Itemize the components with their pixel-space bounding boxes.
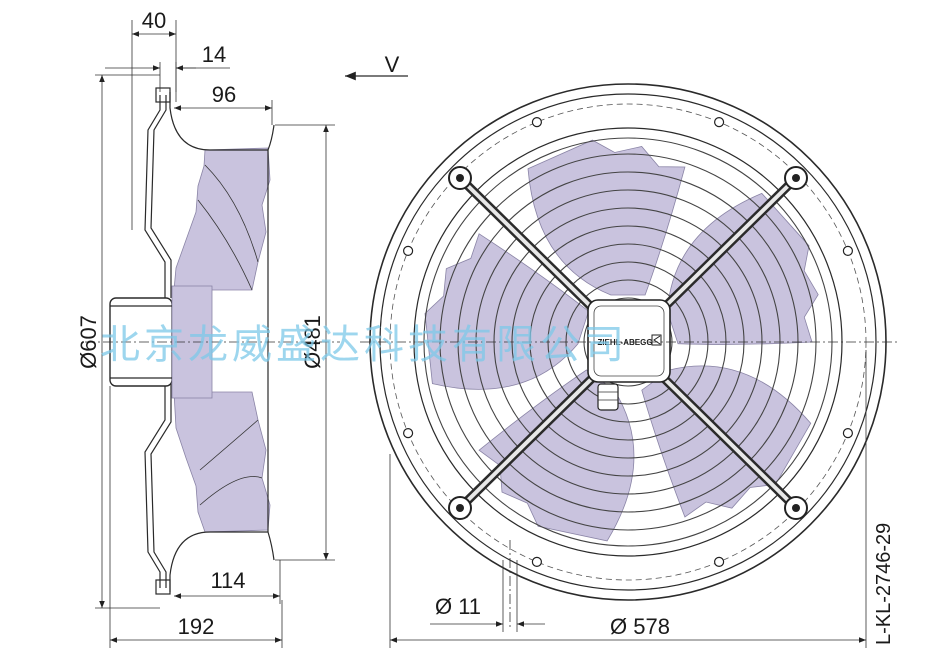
front-view: ZIEHL-ABEGG Ø 11 Ø 578	[360, 83, 900, 648]
dimension-d607: Ø607	[76, 315, 101, 369]
mounting-holes	[403, 116, 854, 568]
mounting-hole	[842, 245, 854, 256]
support-arm-lower	[144, 384, 166, 588]
dimension-d481: Ø481	[300, 315, 325, 369]
brand-label: ZIEHL-ABEGG	[597, 338, 652, 347]
side-blade-lower	[173, 391, 271, 533]
mounting-hole	[842, 428, 854, 439]
cable-gland	[597, 383, 619, 411]
watermark-text: 北京龙威盛达科技有限公司	[100, 322, 628, 368]
drawing-code: L-KL-2746-29	[873, 523, 895, 645]
side-blade-upper	[173, 147, 271, 291]
mounting-hole	[713, 556, 725, 568]
mounting-hole	[531, 116, 543, 128]
impeller-blade	[527, 139, 686, 296]
dimension-d11: Ø 11	[435, 594, 481, 619]
mounting-hole	[531, 556, 543, 568]
mounting-hole	[403, 428, 414, 439]
mounting-hole	[403, 245, 414, 256]
strut-bolts	[448, 166, 808, 520]
impeller-blade	[424, 233, 590, 390]
dimension-d14: 14	[202, 42, 226, 67]
terminal-box	[587, 299, 671, 383]
view-direction-indicator: V	[345, 52, 408, 81]
side-view: Ø607 Ø481 40 14 96 114 192	[76, 8, 340, 648]
support-arm-upper	[144, 95, 166, 298]
dimension-d578: Ø 578	[610, 614, 670, 639]
view-label: V	[385, 52, 400, 77]
dimension-d192: 192	[178, 614, 215, 639]
dimension-d114: 114	[210, 568, 245, 593]
dimension-d40: 40	[142, 8, 166, 33]
dimension-d96: 96	[212, 82, 236, 107]
brand-logo-icon	[651, 334, 662, 346]
shroud-profile	[169, 92, 275, 151]
mounting-hole	[713, 116, 725, 128]
